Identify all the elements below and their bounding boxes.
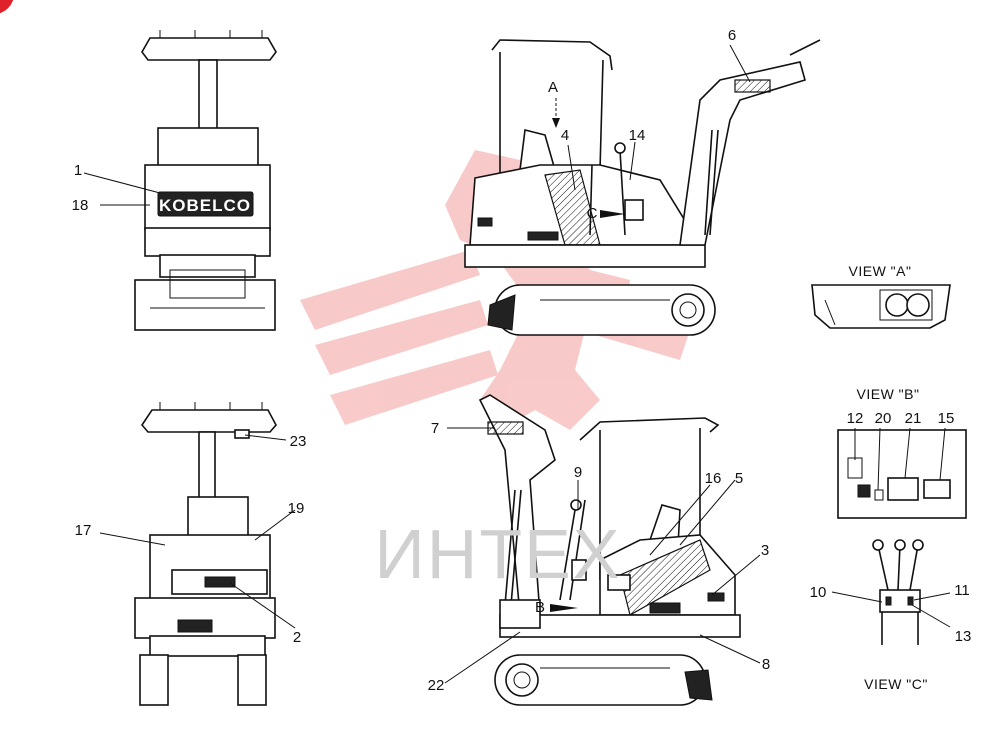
front-view-machine (134, 30, 277, 331)
arrow-b-letter: B (535, 599, 545, 616)
callout-13: 13 (955, 628, 972, 645)
callout-4: 4 (561, 127, 569, 144)
callout-6: 6 (728, 27, 736, 44)
side-view-top-machine (464, 39, 821, 336)
callout-18: 18 (72, 197, 89, 214)
callout-17: 17 (75, 522, 92, 539)
view-a-label: VIEW "A" (849, 263, 912, 279)
leader-lines (83, 44, 951, 684)
callout-5: 5 (735, 470, 743, 487)
callout-14: 14 (629, 127, 646, 144)
callout-7: 7 (431, 420, 439, 437)
callout-21: 21 (905, 410, 922, 427)
callout-11: 11 (954, 582, 970, 599)
callout-2: 2 (293, 629, 301, 646)
callout-22: 22 (428, 677, 445, 694)
callout-15: 15 (938, 410, 955, 427)
brand-plate-text: KOBELCO (159, 196, 251, 215)
view-b-label: VIEW "B" (857, 386, 920, 402)
callout-19: 19 (288, 500, 305, 517)
rear-view-machine (134, 402, 277, 706)
callout-3: 3 (761, 542, 769, 559)
view-a-detail (811, 284, 951, 329)
arrow-a-letter: A (548, 79, 558, 96)
corner-badge (0, 0, 14, 14)
watermark-text: ИНТЕХ (374, 515, 621, 593)
callout-20: 20 (875, 410, 892, 427)
callout-9: 9 (574, 464, 582, 481)
callout-8: 8 (762, 656, 770, 673)
view-c-label: VIEW "C" (864, 676, 928, 692)
side-view-bottom-machine (478, 394, 741, 706)
callout-23: 23 (290, 433, 307, 450)
callout-1: 1 (74, 162, 82, 179)
callout-numbers: 1 18 2 3 4 5 6 7 8 9 10 11 12 13 14 15 1… (72, 27, 972, 694)
callout-12: 12 (847, 410, 864, 427)
view-c-detail (872, 539, 924, 645)
view-b-detail (837, 429, 967, 519)
arrow-c-letter: C (587, 205, 598, 222)
callout-10: 10 (810, 584, 827, 601)
callout-16: 16 (705, 470, 722, 487)
